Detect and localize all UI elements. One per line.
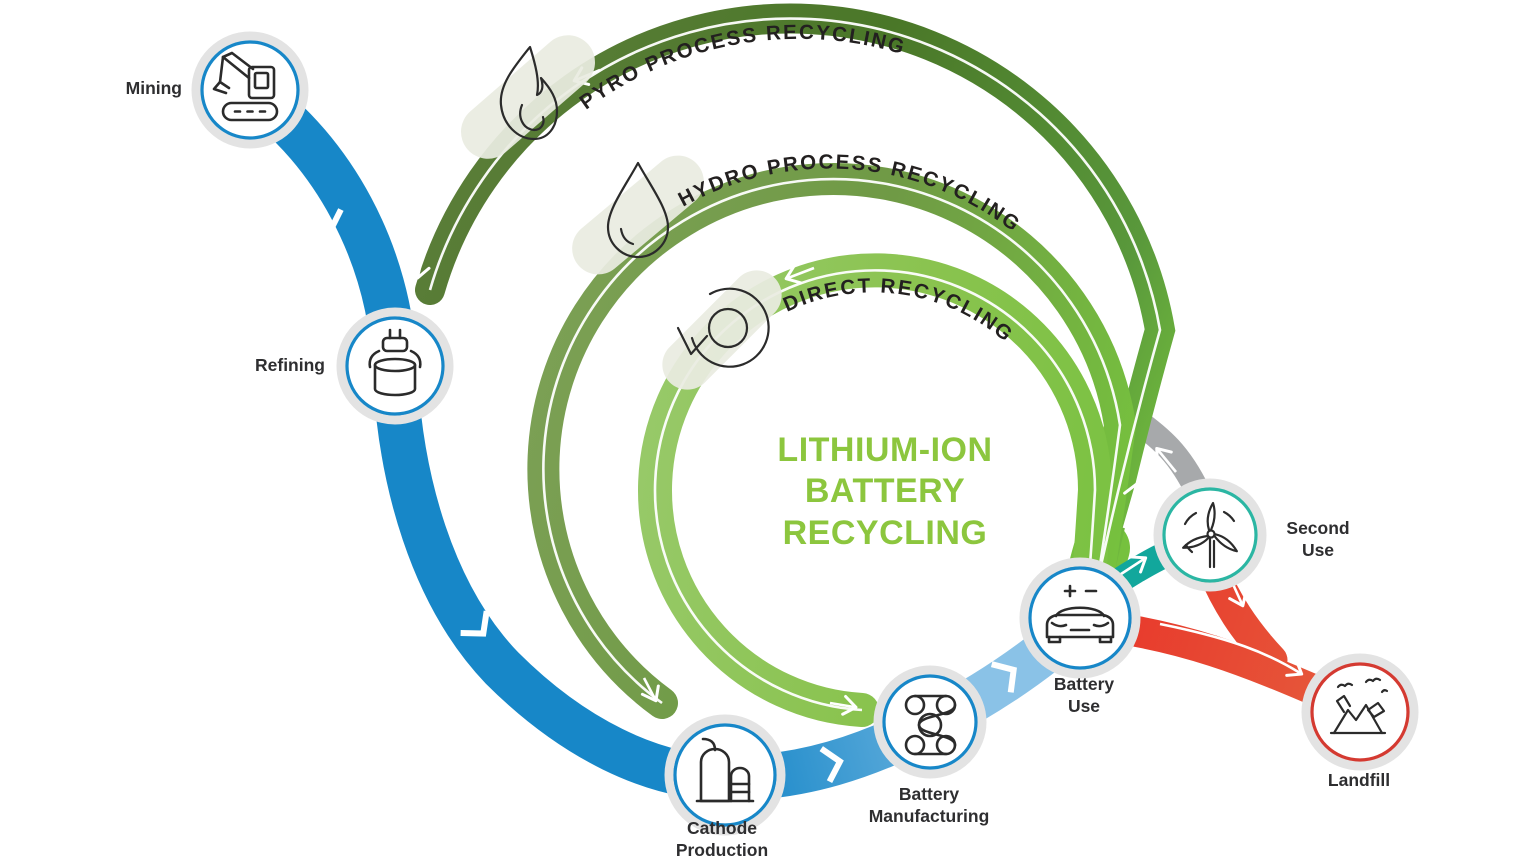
second-use-label: Second Use [1286, 518, 1350, 560]
battery-manufacturing-label: Battery Manufacturing [868, 784, 990, 826]
node-refining [336, 307, 454, 425]
pyro-icon-band [461, 35, 595, 159]
diagram-title-line1: LITHIUM-ION [777, 431, 993, 469]
refining-label: Refining [255, 355, 325, 375]
direct-icon-band [662, 270, 782, 390]
diagram-title-line3: RECYCLING [782, 513, 988, 552]
water-drop-icon [606, 161, 670, 259]
flow-mining-to-cathode [232, 72, 750, 801]
landfill-label: Landfill [1327, 770, 1391, 790]
landfill-icon [1329, 677, 1389, 735]
diagram-title: LITHIUM-ION BATTERY RECYCLING [726, 430, 1044, 554]
cathode-production-label: Cathode Production [675, 818, 769, 860]
flow-arrow [1117, 555, 1148, 578]
smelter-icon [368, 328, 422, 397]
node-battery-use [1019, 557, 1141, 679]
factory-tanks-icon [695, 737, 755, 803]
mining-label: Mining [125, 78, 182, 98]
excavator-icon [212, 51, 279, 122]
node-cathode-production [664, 714, 786, 836]
node-second-use [1153, 478, 1267, 592]
battery-use-label: Battery Use [1053, 674, 1115, 716]
diagram-title-line2: BATTERY [804, 472, 966, 511]
node-battery-manufacturing [873, 665, 987, 779]
electric-car-icon [1045, 584, 1115, 644]
flame-icon [499, 45, 559, 141]
wind-turbine-icon [1182, 501, 1238, 569]
circular-arrows-icon [676, 287, 770, 368]
path-chevron [308, 208, 1017, 784]
hydro-icon-band [572, 155, 704, 275]
node-landfill [1301, 653, 1419, 771]
node-mining [191, 31, 309, 149]
rollers-icon [904, 694, 957, 756]
